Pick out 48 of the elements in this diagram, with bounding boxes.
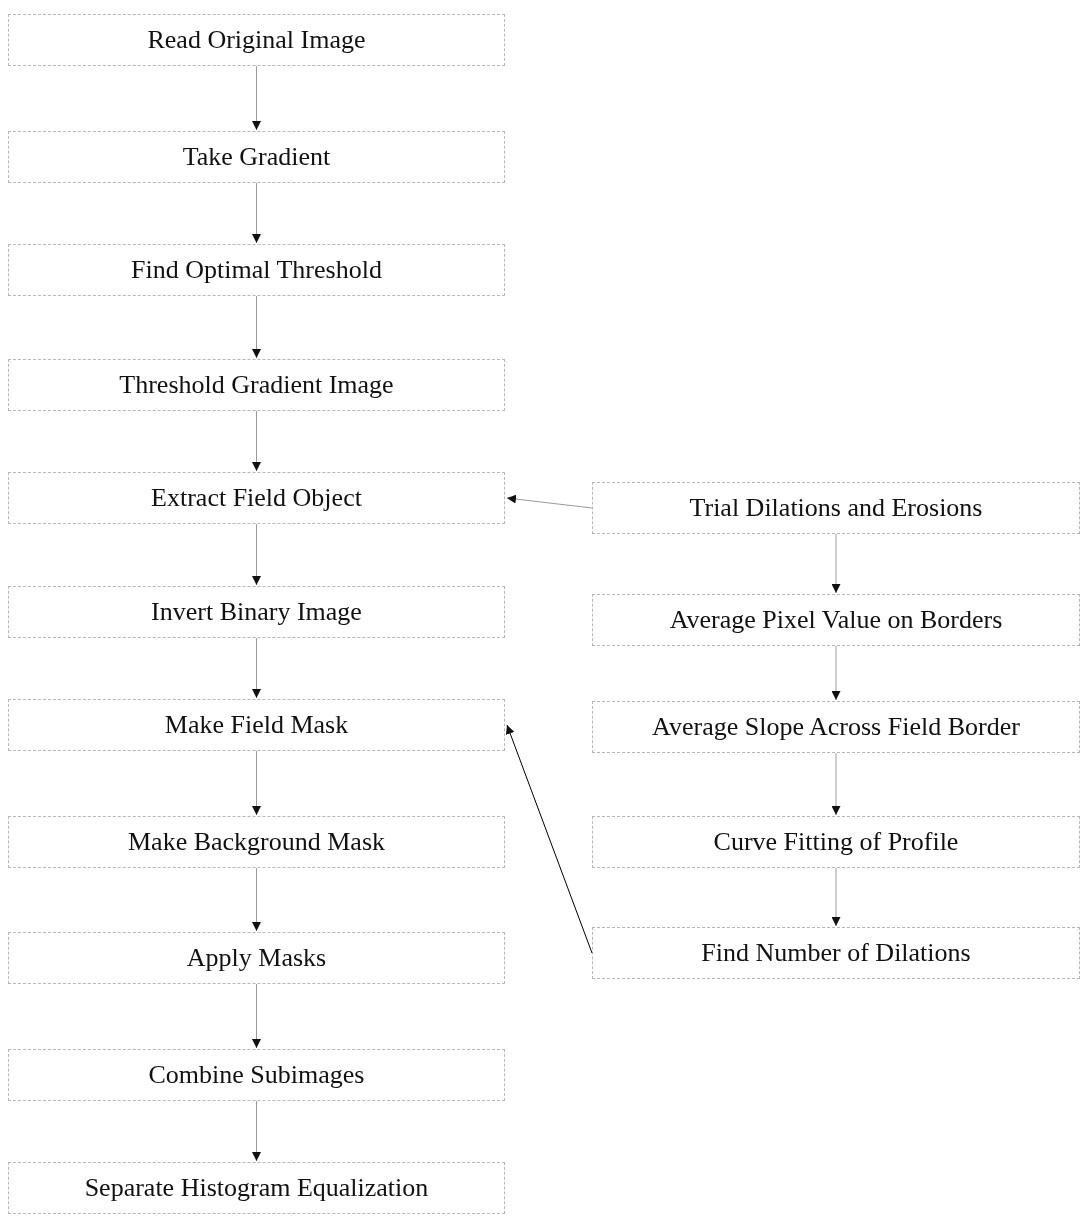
arrow — [252, 410, 261, 472]
arrow — [252, 983, 261, 1049]
arrow — [506, 494, 593, 509]
arrow — [252, 750, 261, 816]
step-label: Trial Dilations and Erosions — [689, 493, 983, 523]
step-label: Find Number of Dilations — [701, 938, 971, 968]
process-box — [8, 244, 505, 296]
process-box — [8, 932, 505, 984]
step-label: Extract Field Object — [151, 483, 362, 513]
step-label: Read Original Image — [147, 25, 366, 55]
step-label: Invert Binary Image — [151, 597, 362, 627]
step-label: Threshold Gradient Image — [119, 370, 394, 400]
process-box — [8, 359, 505, 411]
step-label: Apply Masks — [186, 943, 327, 973]
process-box — [8, 14, 505, 66]
process-box — [8, 699, 505, 751]
step-label: Curve Fitting of Profile — [713, 827, 959, 857]
arrow — [831, 867, 841, 927]
step-label: Combine Subimages — [148, 1060, 365, 1090]
arrow — [252, 637, 261, 699]
step-label: Average Pixel Value on Borders — [669, 605, 1003, 635]
arrow — [252, 65, 261, 131]
arrow — [252, 523, 261, 586]
arrow — [831, 533, 841, 594]
arrow — [505, 724, 593, 954]
arrow — [252, 867, 261, 932]
process-box — [8, 131, 505, 183]
process-box — [8, 1162, 505, 1214]
process-box — [8, 816, 505, 868]
step-label: Make Field Mask — [164, 710, 349, 740]
process-box — [8, 586, 505, 638]
step-label: Make Background Mask — [127, 827, 386, 857]
process-box — [592, 701, 1080, 753]
step-label: Average Slope Across Field Border — [652, 712, 1020, 742]
step-label: Find Optimal Threshold — [131, 255, 382, 285]
process-box — [592, 482, 1080, 534]
process-box — [592, 927, 1080, 979]
process-box — [8, 1049, 505, 1101]
arrow — [831, 645, 841, 701]
arrow — [831, 752, 841, 816]
step-label: Separate Histogram Equalization — [84, 1173, 429, 1203]
arrow — [252, 1100, 261, 1162]
process-box — [592, 594, 1080, 646]
process-box — [8, 472, 505, 524]
process-box — [592, 816, 1080, 868]
arrow — [252, 295, 261, 359]
step-label: Take Gradient — [182, 142, 331, 172]
arrow — [252, 182, 261, 244]
